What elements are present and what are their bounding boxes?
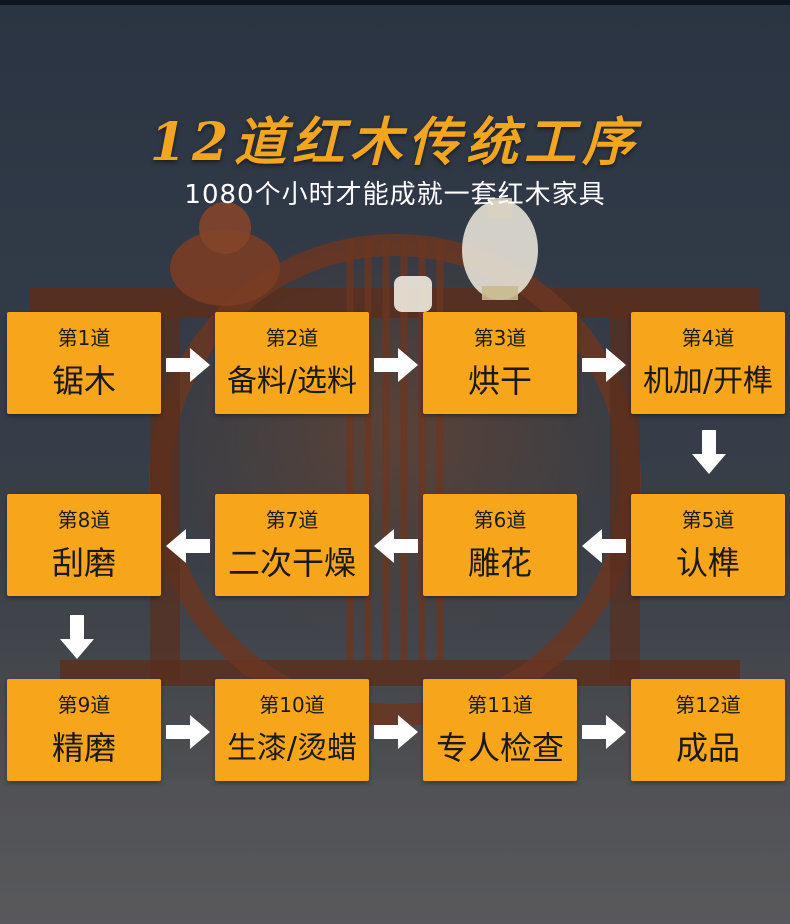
right-arrow-icon: [374, 348, 418, 382]
step-11-card: 第11道 专人检查: [423, 679, 577, 781]
step-1-card: 第1道 锯木: [7, 312, 161, 414]
right-arrow-icon: [166, 348, 210, 382]
right-arrow-icon: [166, 715, 210, 749]
step-7-card: 第7道 二次干燥: [215, 494, 369, 596]
step-number: 第11道: [423, 689, 577, 718]
left-arrow-icon: [166, 529, 210, 563]
step-12-card: 第12道 成品: [631, 679, 785, 781]
step-4-card: 第4道 机加/开榫: [631, 312, 785, 414]
step-number: 第10道: [215, 689, 369, 718]
step-2-card: 第2道 备料/选料: [215, 312, 369, 414]
step-9-card: 第9道 精磨: [7, 679, 161, 781]
step-number: 第7道: [215, 504, 369, 533]
down-arrow-icon: [692, 430, 726, 474]
step-name: 认榫: [631, 538, 785, 584]
step-number: 第1道: [7, 322, 161, 351]
step-number: 第12道: [631, 689, 785, 718]
step-name: 烘干: [423, 356, 577, 402]
right-arrow-icon: [582, 348, 626, 382]
step-name: 雕花: [423, 538, 577, 584]
step-number: 第2道: [215, 322, 369, 351]
step-5-card: 第5道 认榫: [631, 494, 785, 596]
step-number: 第3道: [423, 322, 577, 351]
step-number: 第8道: [7, 504, 161, 533]
step-3-card: 第3道 烘干: [423, 312, 577, 414]
step-name: 专人检查: [423, 723, 577, 769]
step-number: 第5道: [631, 504, 785, 533]
left-arrow-icon: [374, 529, 418, 563]
step-name: 生漆/烫蜡: [215, 723, 369, 767]
down-arrow-icon: [60, 615, 94, 659]
step-name: 锯木: [7, 356, 161, 402]
page-subtitle: 1080个小时才能成就一套红木家具: [0, 174, 790, 211]
right-arrow-icon: [582, 715, 626, 749]
step-8-card: 第8道 刮磨: [7, 494, 161, 596]
right-arrow-icon: [374, 715, 418, 749]
step-number: 第9道: [7, 689, 161, 718]
step-name: 刮磨: [7, 538, 161, 584]
step-number: 第6道: [423, 504, 577, 533]
step-name: 二次干燥: [215, 538, 369, 584]
step-number: 第4道: [631, 322, 785, 351]
left-arrow-icon: [582, 529, 626, 563]
step-name: 备料/选料: [215, 356, 369, 400]
step-name: 成品: [631, 723, 785, 769]
page-title: 12道红木传统工序: [0, 100, 790, 175]
step-name: 精磨: [7, 723, 161, 769]
step-name: 机加/开榫: [631, 356, 785, 400]
step-6-card: 第6道 雕花: [423, 494, 577, 596]
step-10-card: 第10道 生漆/烫蜡: [215, 679, 369, 781]
